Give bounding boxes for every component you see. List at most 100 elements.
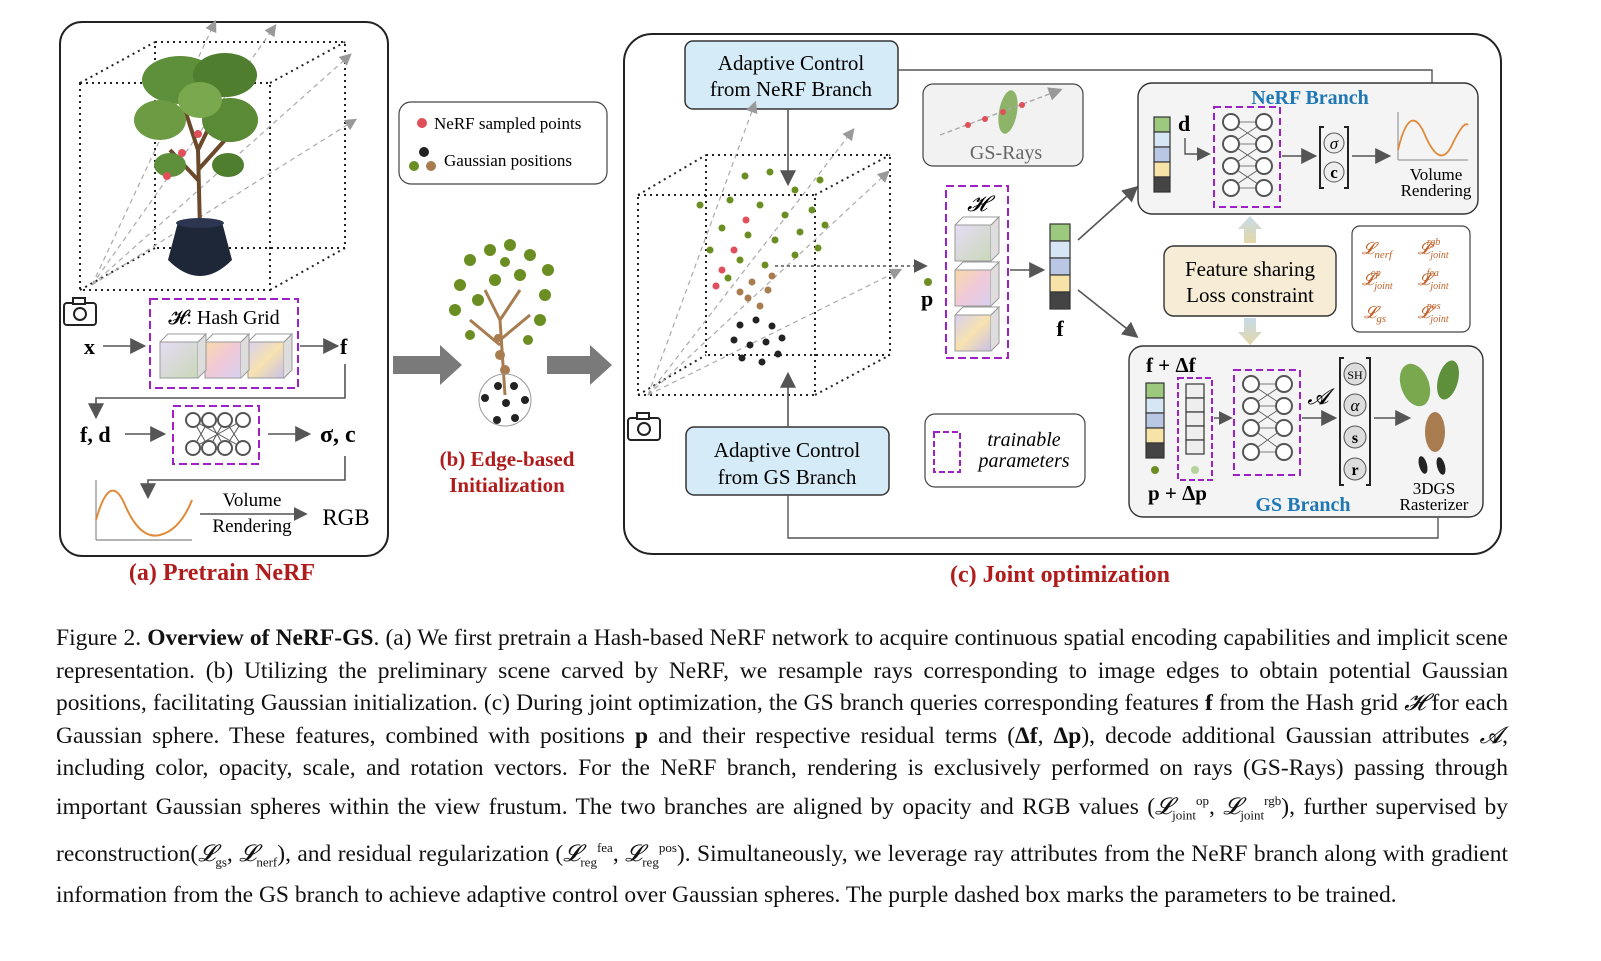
loss-box <box>1351 225 1471 333</box>
panel-a-title: (a) Pretrain NeRF <box>129 560 315 586</box>
camera-icon-c <box>627 412 661 441</box>
adaptive-nerf-line1: Adaptive Control <box>718 51 865 75</box>
camera-rays-c <box>647 100 903 396</box>
volume-label: Volume <box>223 490 282 511</box>
caption-label: Figure 2. <box>56 625 142 651</box>
legend-gaussian-positions: Gaussian positions <box>444 151 572 170</box>
residual-p-dot <box>1191 466 1199 474</box>
hash-grid-cubes <box>159 332 294 379</box>
svg-text:σ: σ <box>1330 134 1339 153</box>
adaptive-nerf-box <box>684 40 899 110</box>
rasterizer-line1: 3DGS <box>1413 479 1456 498</box>
arrow-d-mlp <box>1184 138 1211 161</box>
mlp-box <box>172 405 260 465</box>
s-token: s <box>1343 425 1367 449</box>
hash-grid-label: 𝓗: Hash Grid <box>168 307 279 329</box>
volume-curve <box>95 480 193 541</box>
rasterizer-line2: Rasterizer <box>1400 495 1469 514</box>
plant-illustration <box>134 53 258 276</box>
svg-text:SH: SH <box>1347 368 1363 382</box>
sigma-token: σ <box>1323 132 1345 154</box>
arrow-out-render <box>140 456 346 500</box>
gs-mlp-network-icon <box>1242 375 1293 461</box>
nerf-volume-label: Volume <box>1410 165 1463 184</box>
gaussian-points-c <box>696 168 829 366</box>
alpha-token: α <box>1343 393 1367 417</box>
gaussian-swatch <box>409 147 436 171</box>
nerf-point-swatch <box>417 118 427 128</box>
big-arrow-a-b <box>393 345 462 385</box>
rendering-label: Rendering <box>212 516 292 537</box>
gs-branch-title: GS Branch <box>1255 494 1350 516</box>
panel-c-title: (c) Joint optimization <box>950 562 1170 588</box>
scene-cube-c <box>637 154 891 396</box>
gs-branch-frame <box>1128 345 1484 518</box>
arrow-f-nerf <box>1077 185 1139 241</box>
caption-recon-losses: 𝓛gs, 𝓛nerf <box>198 840 278 870</box>
arrow-f-gs <box>1077 289 1139 338</box>
figure-caption: Figure 2. Overview of NeRF-GS. (a) We fi… <box>56 625 1509 909</box>
legend-nerf-points: NeRF sampled points <box>434 114 581 133</box>
caption-align-losses: 𝓛jointop, 𝓛jointrgb <box>1155 792 1282 823</box>
panel-b-title-2: Initialization <box>449 473 565 497</box>
sh-token: SH <box>1343 362 1367 386</box>
adaptive-gs-line2: from GS Branch <box>718 465 857 489</box>
p-plus-dp: p + Δp <box>1148 481 1207 505</box>
gs-rays-icon <box>939 87 1063 136</box>
feature-f: f <box>340 334 348 359</box>
gs-p-dot <box>1151 466 1159 474</box>
feature-sharing-line1: Feature sharing <box>1185 257 1316 281</box>
hash-grid-cubes-c <box>954 215 1001 352</box>
edge-init-tree <box>449 239 554 427</box>
svg-text:α: α <box>1351 396 1361 415</box>
trainable-label-1: trainable <box>987 429 1060 451</box>
feature-f-c: f <box>1056 316 1064 341</box>
rasterized-plant <box>1399 360 1459 475</box>
sigma-c-bracket <box>1319 126 1349 189</box>
c-token: c <box>1323 161 1345 183</box>
gs-mlp-box <box>1233 369 1301 476</box>
output-sigma-c: σ, c <box>320 422 356 448</box>
arrow-share-up <box>1238 216 1262 243</box>
trainable-legend-frame <box>924 413 1086 488</box>
caption-title: Overview of NeRF-GS <box>147 625 374 651</box>
svg-text:r: r <box>1351 462 1358 479</box>
direction-d: d <box>1178 111 1190 136</box>
gs-feature-vector <box>1145 382 1165 459</box>
nerf-rendering-label: Rendering <box>1401 181 1472 200</box>
residual-vector <box>1185 383 1205 455</box>
input-x: x <box>84 334 95 359</box>
legend: NeRF sampled points Gaussian positions <box>398 101 608 185</box>
nerf-volume-curve <box>1397 112 1469 161</box>
panel-a-frame <box>59 21 389 557</box>
r-token: r <box>1343 457 1367 481</box>
panel-b: (b) Edge-based Initialization <box>393 239 612 497</box>
residual-box <box>1177 377 1213 481</box>
adaptive-nerf-line2: from NeRF Branch <box>710 77 873 101</box>
feature-sharing-line2: Loss constraint <box>1186 283 1314 307</box>
nerf-mlp-box <box>1213 106 1281 208</box>
line-nerf-branch-to-adaptive <box>898 69 1433 84</box>
rgb-label: RGB <box>322 505 369 530</box>
feature-vector-f <box>1049 223 1071 310</box>
trainable-label-2: parameters <box>976 450 1069 472</box>
f-plus-df: f + Δf <box>1146 353 1197 377</box>
svg-text:c: c <box>1330 163 1338 182</box>
panel-c: Adaptive Control from NeRF Branch <box>623 33 1502 588</box>
adaptive-gs-line1: Adaptive Control <box>714 438 861 462</box>
arrow-share-down <box>1238 318 1262 345</box>
trainable-swatch <box>933 431 961 473</box>
camera-icon <box>63 297 97 326</box>
caption-reg-losses: 𝓛regfea, 𝓛regpos <box>563 840 677 870</box>
panel-a: 𝓗: Hash Grid x f f, d σ, c Volume R <box>59 19 389 586</box>
nerf-mlp-network-icon <box>1222 113 1273 197</box>
arrow-f-down <box>88 364 346 420</box>
nerf-branch-title: NeRF Branch <box>1251 87 1369 109</box>
point-p-label: p <box>921 286 933 311</box>
point-p-dot <box>924 278 932 286</box>
feature-sharing-box <box>1163 245 1337 317</box>
hash-grid-box <box>149 298 299 389</box>
big-arrow-b-c <box>547 345 612 385</box>
mlp-network-icon <box>185 412 251 456</box>
attribute-bracket <box>1339 357 1371 486</box>
